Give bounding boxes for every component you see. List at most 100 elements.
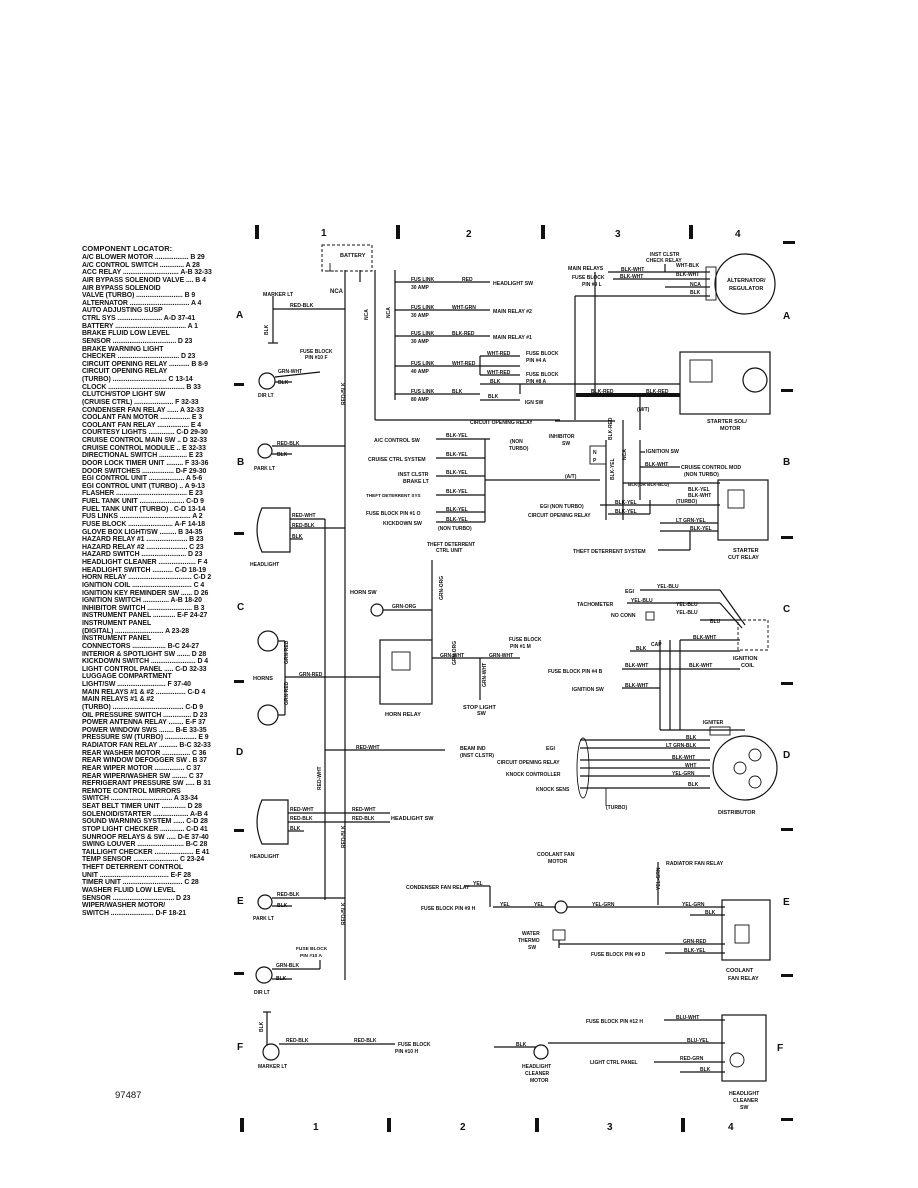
wire-label: RED-BLK [292,523,315,529]
headlight-cleaner-motor-label: MOTOR [530,1078,549,1084]
dir-lt-label: DIR LT [258,393,274,399]
alternator-connector [705,266,717,301]
wire-label: BLK [278,380,289,386]
grid-marker [234,532,244,535]
locator-entry: AUTO ADJUSTING SUSP [82,307,163,315]
locator-entry: KICKDOWN SWITCH ........................… [82,658,209,666]
wire-label: YEL-BLU [631,598,653,604]
wire-label: BLK-WHT [693,635,716,641]
nca-label: NCA [330,289,344,295]
wire-label: BLK [688,782,699,788]
horns: HORNS GRN-RED GRN-RED GRN-RED [253,630,380,726]
grid-tick [541,225,545,239]
horns-label: HORNS [253,676,273,682]
wire-label: BLK [292,534,303,540]
wire-label: BLK-WHT [676,272,699,278]
locator-entry: STOP LIGHT CHECKER ............. C-D 41 [82,825,208,833]
wire-label: NCA [622,449,628,460]
wire-label: BLU-YEL [687,1038,709,1044]
locator-entry: EGI CONTROL UNIT (TURBO) .. A 9-13 [82,482,205,490]
grid-row-right-c: C [783,604,790,615]
inhibitor-sw-p: P [593,458,597,464]
wire-label: BLK-WHT [620,274,643,280]
starter-cut-relay-label: CUT RELAY [728,555,759,561]
wire-label: BLK [277,452,288,458]
wire-label: RED-WHT [356,745,380,751]
headlight-lamp [256,799,289,845]
ignition-sw-label: IGNITION SW [646,449,679,455]
grid-row-left-d: D [236,747,243,758]
alternator-label: REGULATOR [729,286,763,292]
wire-label: RED-BLK [352,816,375,822]
grid-tick [681,1118,685,1132]
battery-section: BATTERY NCA MARKER LT RED-BLK BLK FUSE B… [263,244,373,980]
locator-entry: REAR WIPER MOTOR ................ C 37 [82,764,201,772]
locator-entry: LIGHT/SW .......................... F 37… [82,681,191,688]
ignition-coil-label: COIL [741,663,755,669]
locator-entry: (TURBO) ............................. C … [82,376,193,383]
circuit-opening-relay-label: CIRCUIT OPENING RELAY [470,420,533,426]
locator-entry: ACC RELAY ..............................… [82,269,212,277]
locator-entry: ALTERNATOR .............................… [82,299,202,307]
grid-row-left-c: C [237,602,244,613]
grid-marker [781,974,793,977]
knock-sens-label: KNOCK SENS [536,787,570,793]
fuse-block-label: PIN #8 A [526,379,546,385]
coolant-fan-relay-label: COOLANT [726,968,754,974]
locator-entry: RADIATOR FAN RELAY .......... B-C 32-33 [82,742,211,749]
locator-entry: DOOR LOCK TIMER UNIT ......... F 33-36 [82,459,209,467]
theft-deterrent-sys-label: THEFT DETERRENT SYS [366,493,421,498]
park-lt-label: PARK LT [253,916,274,922]
wire-label: BLK-YEL [446,433,468,439]
beam-ind-label: BEAM IND [460,746,486,752]
water-thermo-sw-label: THERMO [518,938,540,944]
headlight-cleaner-sw-label: HEADLIGHT [729,1091,760,1097]
locator-entry: CIRCUIT OPENING RELAY ........... B 8-9 [82,360,208,368]
wire-label: BLK [705,910,716,916]
fus-link-amp: 40 AMP [411,369,430,375]
ignition-coil-section: EGI YEL-BLU TACHOMETER YEL-BLU YEL-BLU N… [548,584,769,693]
horn-relay-label: HORN RELAY [385,712,421,718]
grid-row-right-e: E [783,897,790,908]
grid-row-right-d: D [783,750,790,761]
horn-relay-section: HORN SW GRN-ORG HORN RELAY GRN-ORG GRN-O… [350,560,542,718]
headlight-cleaner-motor [533,1044,549,1060]
grid-tick [387,1118,391,1132]
locator-entry: AIR BYPASS SOLENOID [82,284,161,292]
fuse-block-pin-9d-label: FUSE BLOCK PIN #9 D [591,952,646,958]
fuse-links: NCA NCA FUS LINK 30 AMP RED HEADLIGHT SW… [364,270,680,421]
wire-label: YEL-BLU [676,602,698,608]
locator-entry: POWER WINDOW SWS ........ B-E 33-35 [82,726,207,734]
grid-marker [783,241,795,244]
distributor-body [712,735,778,801]
locator-entry: DOOR SWITCHES ................. D-F 29-3… [82,467,207,475]
park-lt-bottom: RED-BLK BLK PARK LT RED-BLK [253,892,347,925]
locator-entry: CRUISE CONTROL MAIN SW .. D 32-33 [82,437,207,444]
stop-light-sw-label: SW [477,711,487,717]
water-thermo-sw-label: WATER [522,931,540,937]
wire-label: BLK [636,646,647,652]
ignition-coil-box [737,619,769,651]
locator-entry: HEADLIGHT SWITCH ........... C-D 18-19 [82,566,207,574]
no-conn-terminal [645,611,655,621]
locator-entry: MAIN RELAYS #1 & #2 [82,696,154,704]
locator-entry: OIL PRESSURE SWITCH ............... D 23 [82,711,208,719]
locator-entry: A/C CONTROL SWITCH ............. A 28 [82,261,200,269]
headlight-cleaner-section: FUSE BLOCK PIN #12 H BLU-WHT BLK BLU-YEL… [494,1014,767,1111]
dir-lt-bulb [258,372,276,390]
wire-label: BLK [290,826,301,832]
beam-ind-label: (INST CLSTR) [460,753,494,759]
locator-entry: IGNITION SWITCH .............. A-B 18-20 [82,597,202,605]
inhibitor-sw-label: INHIBITOR [549,434,575,440]
wire-label: NCA [364,309,370,320]
locator-entry: THEFT DETERRENT CONTROL [82,864,184,871]
locator-entry: CONDENSER FAN RELAY ...... A 32-33 [82,406,204,414]
wire-label: RED-BLK [341,825,347,848]
shield-ellipse [576,737,590,799]
distributor-terminal [748,775,762,789]
fuse-block-label: PIN #9 L [582,282,602,288]
locator-entry: HAZARD RELAY #1 ...................... B… [82,536,204,544]
cruise-control-mod-label: CRUISE CONTROL MOD [681,465,741,471]
inst-clstr-check-relay-label: CHECK RELAY [646,258,682,264]
